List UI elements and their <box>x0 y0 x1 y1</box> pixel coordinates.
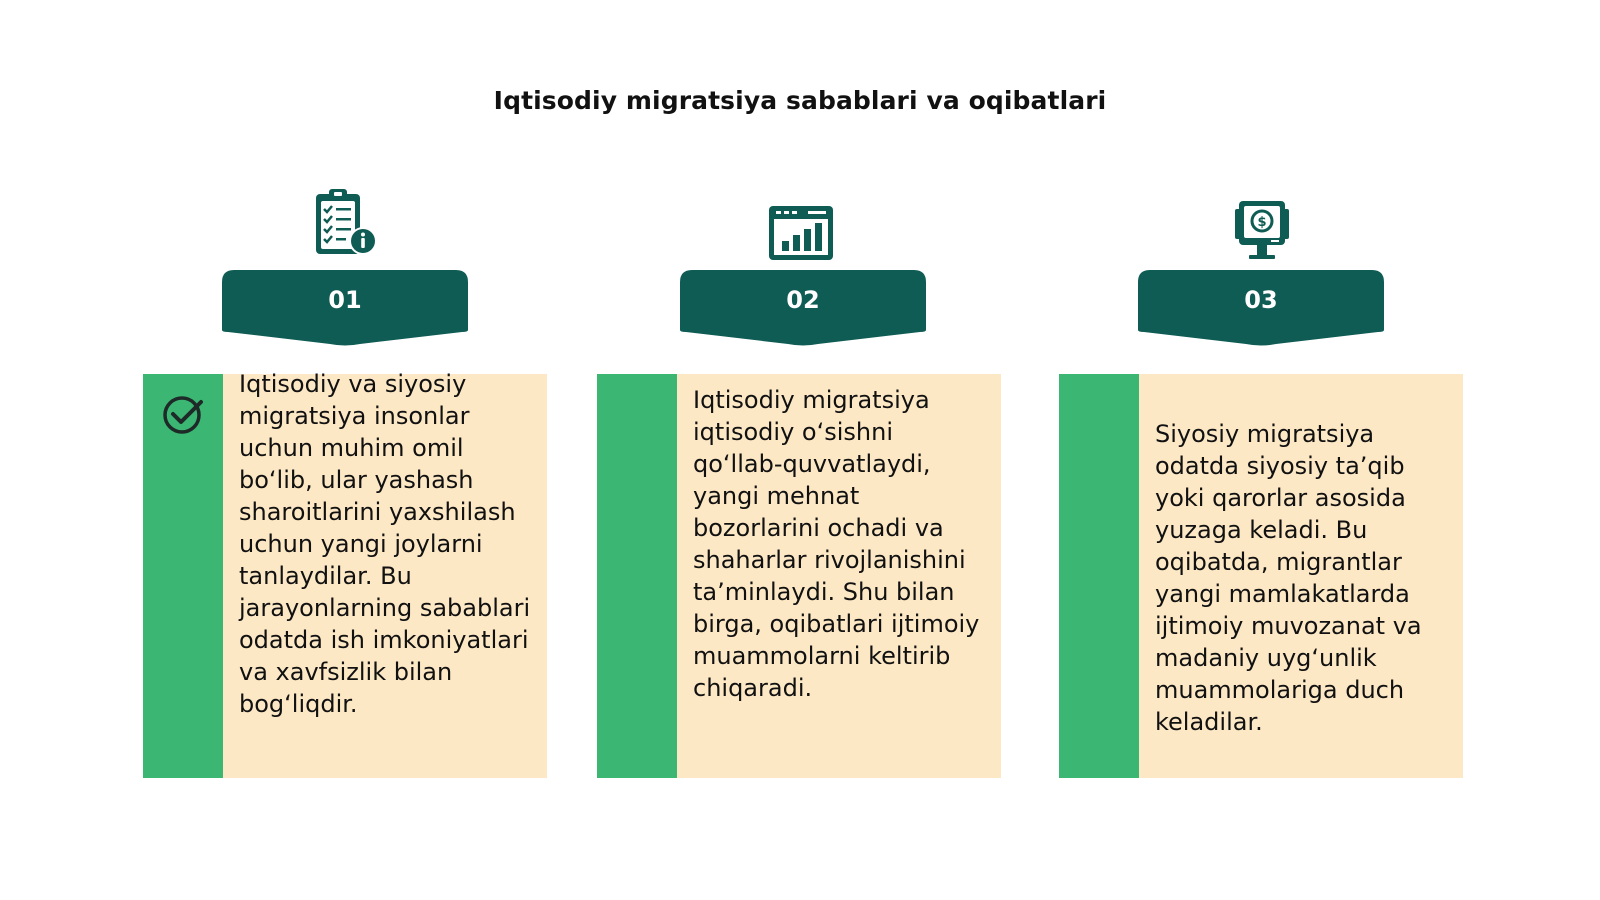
card-text-03: Siyosiy migratsiya odatda siyosiy ta’qib… <box>1155 420 1422 736</box>
browser-bar-chart-icon <box>769 206 833 260</box>
clipboard-checklist-info-icon <box>316 189 377 255</box>
monitor-dollar-icon: $ <box>1235 201 1289 259</box>
card-text-02: Iqtisodiy migratsiya iqtisodiy o‘sishni … <box>693 386 980 702</box>
step-badge-02: 02 <box>680 270 926 352</box>
step-number-03: 03 <box>1244 286 1278 314</box>
card-strip-01 <box>143 374 223 778</box>
card-02: Iqtisodiy migratsiya iqtisodiy o‘sishni … <box>597 374 1001 778</box>
card-text-01: Iqtisodiy va siyosiy migratsiya insonlar… <box>239 370 531 718</box>
card-03: Siyosiy migratsiya odatda siyosiy ta’qib… <box>1059 374 1463 778</box>
card-strip-02 <box>597 374 677 778</box>
card-01: Iqtisodiy va siyosiy migratsiya insonlar… <box>143 370 547 778</box>
step-number-01: 01 <box>328 286 362 314</box>
page-title: Iqtisodiy migratsiya sabablari va oqibat… <box>493 86 1107 115</box>
card-strip-03 <box>1059 374 1139 778</box>
svg-text:$: $ <box>1257 215 1266 230</box>
step-badge-01: 01 <box>222 270 468 352</box>
check-circle-icon <box>163 396 203 434</box>
step-number-02: 02 <box>786 286 820 314</box>
step-badge-03: 03 <box>1138 270 1384 352</box>
